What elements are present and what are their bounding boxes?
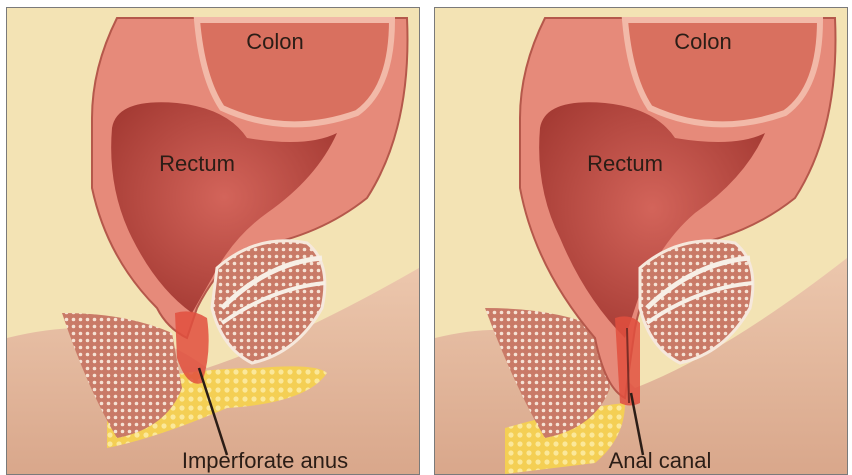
anal-canal-label: Anal canal — [609, 448, 712, 473]
rectum-label: Rectum — [587, 151, 663, 176]
panel-imperforate-anus: Colon Rectum Imperforate anus — [6, 7, 420, 475]
anatomy-illustration-left: Colon Rectum Imperforate anus — [7, 8, 419, 474]
colon-label: Colon — [246, 29, 303, 54]
rectum-label: Rectum — [159, 151, 235, 176]
colon-label: Colon — [674, 29, 731, 54]
panel-anal-canal: Colon Rectum Anal canal — [434, 7, 848, 475]
imperforate-anus-label: Imperforate anus — [182, 448, 348, 473]
anatomy-illustration-right: Colon Rectum Anal canal — [435, 8, 847, 474]
